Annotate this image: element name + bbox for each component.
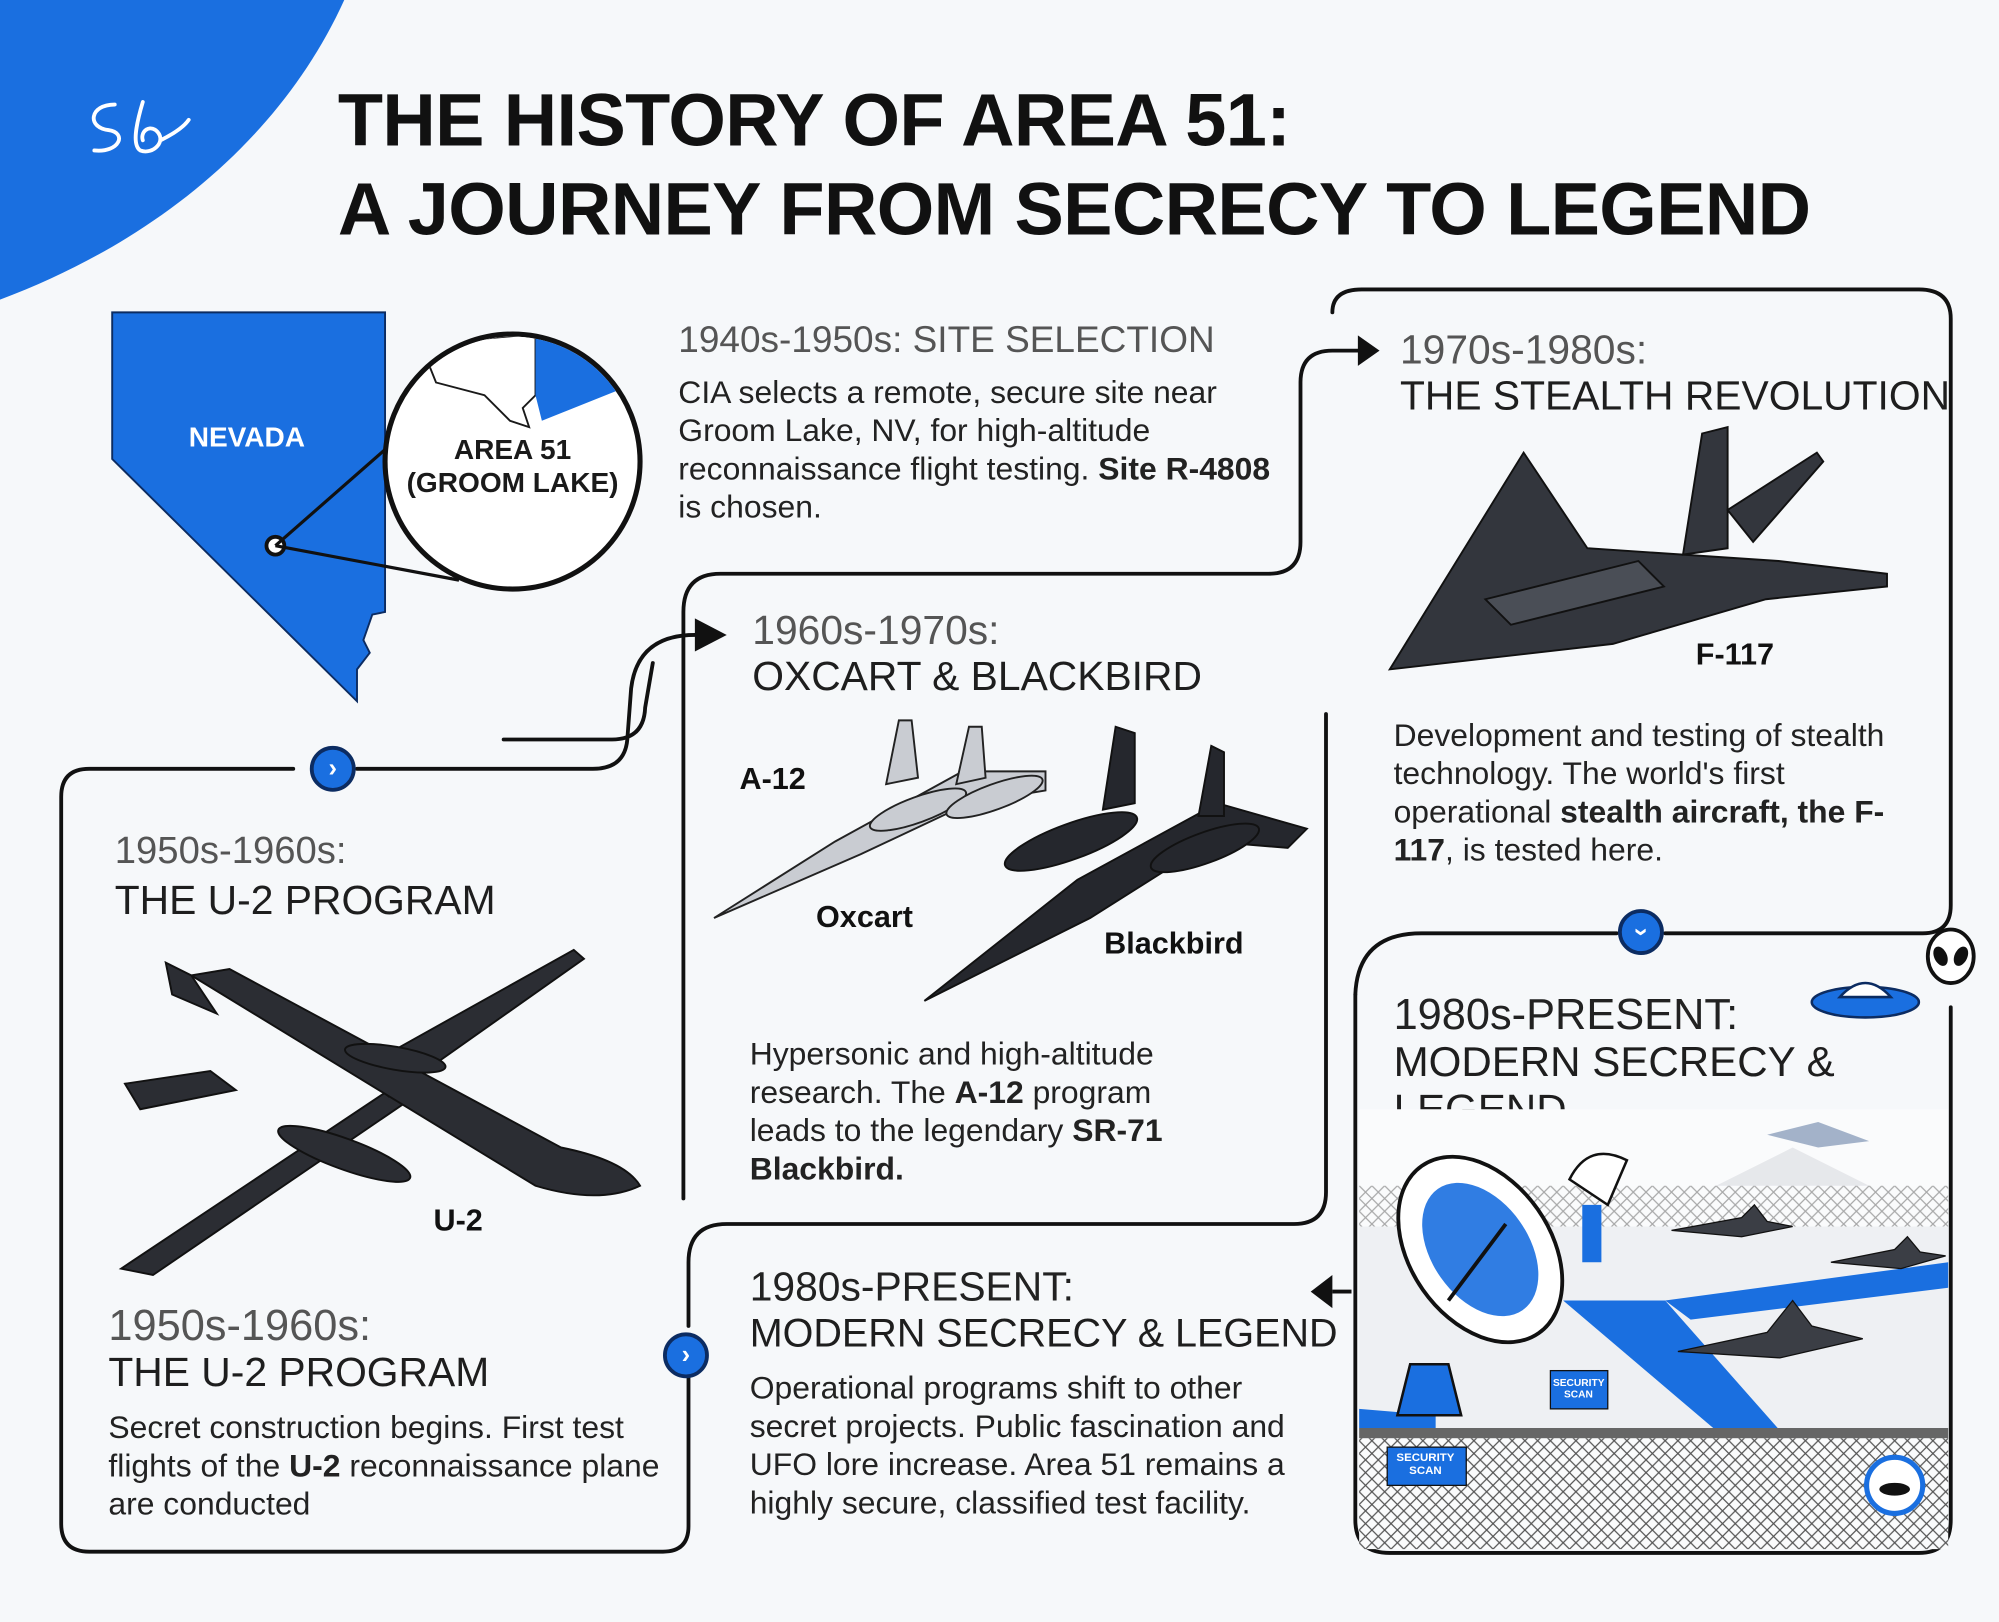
u2-name-repeat: THE U-2 PROGRAM — [108, 1348, 490, 1395]
ufo-icon — [1810, 981, 1921, 1019]
area51-label-line-1: AREA 51 — [453, 433, 572, 466]
corner-accent — [0, 0, 345, 300]
arrow-head — [1357, 335, 1380, 366]
oxcart-text: Hypersonic and high-altitude research. T… — [750, 1035, 1234, 1188]
stealth-era: 1970s-1980s: — [1399, 326, 1648, 373]
modern-era: 1980s-PRESENT: — [749, 1263, 1074, 1310]
modern-card-name-1: MODERN SECRECY & — [1393, 1037, 1835, 1086]
site-selection-era: 1940s-1950s: SITE SELECTION — [678, 320, 1215, 361]
u2-plane-label: U-2 — [433, 1203, 483, 1239]
chevron-right-icon: › — [681, 1341, 691, 1370]
site-selection-text: CIA selects a remote, secure site near G… — [678, 374, 1290, 527]
oxcart-text-1: Hypersonic and high-altitude research. T… — [749, 1036, 1154, 1111]
radar-dish-icon — [1395, 1152, 1629, 1417]
site-selection-text-1: CIA selects a remote, secure site near G… — [678, 374, 1217, 488]
u2-text-2: reconnaissance plane are conducted — [108, 1448, 660, 1523]
area51-label: AREA 51 (GROOM LAKE) — [385, 434, 640, 500]
stealth-name: THE STEALTH REVOLUTION — [1399, 372, 1951, 419]
logo — [77, 89, 192, 166]
oxcart-name: OXCART & BLACKBIRD — [752, 652, 1202, 699]
f117-plane-image — [1387, 425, 1888, 671]
u2-plane-image — [118, 948, 642, 1277]
page-title: THE HISTORY OF AREA 51: A JOURNEY FROM S… — [338, 77, 1811, 254]
area51-label-line-2: (GROOM LAKE) — [406, 466, 619, 499]
chevron-right-button[interactable]: › — [309, 745, 356, 792]
u2-text: Secret construction begins. First test f… — [108, 1409, 688, 1524]
blackbird-label: Blackbird — [1104, 926, 1244, 962]
modern-text: Operational programs shift to other secr… — [749, 1370, 1285, 1522]
u2-name: THE U-2 PROGRAM — [114, 877, 496, 924]
chevron-right-icon: › — [328, 754, 338, 783]
chevron-down-icon: › — [1626, 927, 1655, 937]
base-illustration — [1359, 1109, 1949, 1550]
nevada-map — [111, 311, 643, 704]
nevada-label: NEVADA — [188, 420, 306, 453]
oxcart-text-2: program leads to the legendary — [749, 1074, 1152, 1149]
security-sign-2: SECURITY SCAN — [1396, 1450, 1455, 1477]
u2-era: 1950s-1960s: — [114, 830, 347, 873]
stealth-text-2: , is tested here. — [1445, 832, 1663, 869]
a12-label: A-12 — [739, 762, 806, 797]
oxcart-era: 1960s-1970s: — [752, 606, 1000, 653]
chevron-right-button[interactable]: › — [663, 1332, 709, 1379]
chevron-down-button[interactable]: › — [1617, 909, 1664, 955]
u2-era-repeat: 1950s-1960s: — [108, 1301, 372, 1351]
u2-text-1: Secret construction begins. First test f… — [108, 1410, 624, 1485]
u2-text-bold: U-2 — [289, 1448, 341, 1485]
modern-name: MODERN SECRECY & LEGEND — [749, 1310, 1338, 1356]
site-selection-bold: Site R-4808 — [1098, 451, 1271, 488]
arrow-head — [694, 618, 727, 652]
stealth-text-1: Development and testing of stealth techn… — [1393, 717, 1885, 831]
security-sign-1: SECURITY SCAN — [1552, 1377, 1605, 1400]
oxcart-label: Oxcart — [816, 900, 913, 935]
stealth-text: Development and testing of stealth techn… — [1394, 717, 1930, 870]
oxcart-text-bold-2: SR-71 Blackbird. — [749, 1113, 1163, 1188]
oxcart-blackbird-image — [713, 719, 1309, 1002]
arrow-head — [1310, 1275, 1333, 1309]
site-selection-text-2: is chosen. — [678, 489, 822, 526]
f117-label: F-117 — [1695, 637, 1775, 672]
signature-logo — [91, 100, 191, 154]
alien-icon — [1925, 927, 1976, 985]
title-line-2: A JOURNEY FROM SECRECY TO LEGEND — [337, 167, 1811, 251]
stealth-text-bold: stealth aircraft, the F-117 — [1393, 794, 1885, 869]
oxcart-text-bold-1: A-12 — [954, 1074, 1024, 1111]
modern-card-era: 1980s-PRESENT: — [1393, 990, 1739, 1040]
title-line-1: THE HISTORY OF AREA 51: — [337, 79, 1291, 162]
